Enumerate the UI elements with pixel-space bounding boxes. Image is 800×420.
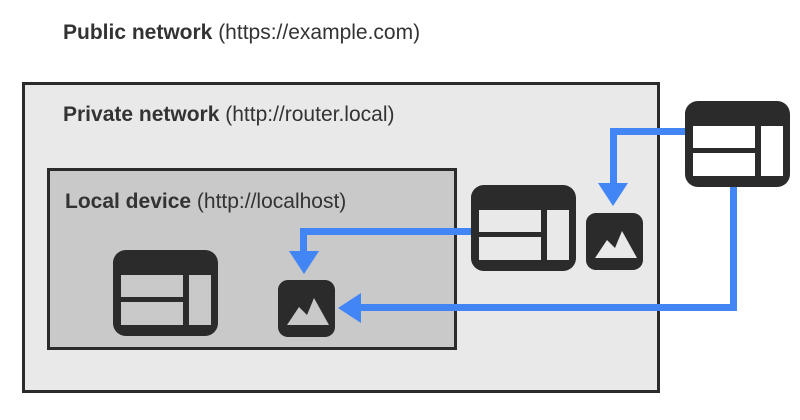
private-network-name: Private network: [63, 103, 220, 126]
public-network-title: Public network (https://example.com): [63, 20, 420, 46]
private-network-label: Private network (http://router.local): [63, 102, 394, 128]
arrow-segment: [730, 187, 737, 311]
private-browser-window-icon: [471, 185, 576, 271]
private-network-url: (http://router.local): [219, 103, 395, 126]
arrow-segment: [300, 228, 307, 253]
public-network-name: Public network: [63, 21, 213, 44]
local-image-resource-icon: [278, 280, 335, 337]
arrowhead-down-icon: [598, 183, 628, 206]
local-device-label: Local device (http://localhost): [65, 189, 346, 215]
arrowhead-down-icon: [289, 251, 319, 274]
arrow-segment: [610, 128, 685, 135]
public-network-url: (https://example.com): [212, 21, 421, 44]
local-device-url: (http://localhost): [191, 190, 347, 213]
public-browser-window-icon: [685, 101, 790, 187]
private-image-resource-icon: [586, 213, 643, 270]
local-device-name: Local device: [65, 190, 192, 213]
arrow-segment: [610, 128, 617, 184]
arrow-segment: [300, 228, 475, 235]
local-browser-window-icon: [113, 250, 218, 336]
arrowhead-left-icon: [338, 293, 361, 323]
arrow-segment: [350, 304, 737, 311]
